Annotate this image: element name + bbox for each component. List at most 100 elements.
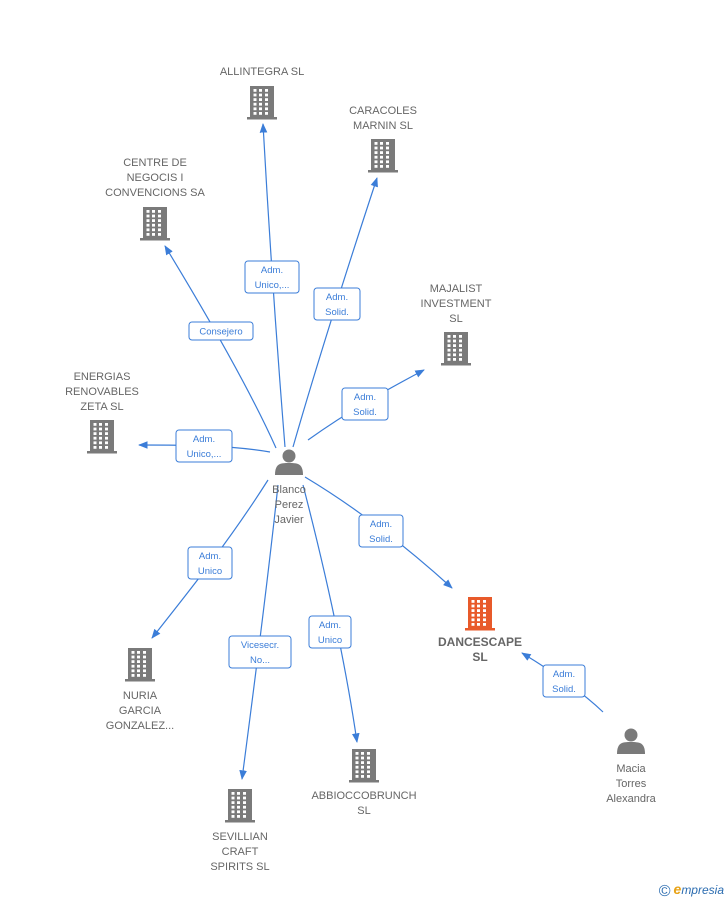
copyright-icon: © [658, 883, 671, 900]
node-label: CONVENCIONS SA [105, 187, 205, 199]
building-icon [441, 332, 471, 366]
node-label: SEVILLIAN [212, 831, 268, 843]
node-label: RENOVABLES [65, 386, 139, 398]
node-label: ZETA SL [80, 401, 123, 413]
edge-line [302, 484, 360, 743]
edge-label-text: Unico,... [255, 280, 290, 291]
edge-blanco-caracoles: Adm. Solid. [292, 177, 378, 448]
edge-label-text: Solid. [369, 534, 393, 545]
node-label: SPIRITS SL [210, 861, 269, 873]
node-caracoles[interactable]: CARACOLES MARNIN SL [349, 105, 417, 173]
node-label: DANCESCAPE [438, 635, 522, 649]
edge-label[interactable]: Adm. Unico [308, 615, 352, 649]
edge-blanco-centre: Consejero [164, 245, 277, 449]
edge-label-box [228, 635, 292, 669]
node-label: SL [472, 650, 487, 664]
building-icon [140, 207, 170, 241]
edge-label-text: Solid. [552, 684, 576, 695]
node-label: SL [449, 313, 462, 325]
building-icon [225, 789, 255, 823]
node-label: Macia [616, 763, 646, 775]
edge-label-box [187, 546, 233, 580]
edge-label-text: No... [250, 655, 270, 666]
edge-label-box [358, 514, 404, 548]
edge-label-box [313, 287, 361, 321]
edge-blanco-allintegra: Adm.Unico,... [244, 123, 300, 448]
node-nuria[interactable]: NURIA GARCIA GONZALEZ... [106, 648, 174, 732]
node-energias[interactable]: ENERGIAS RENOVABLES ZETA SL [65, 371, 139, 454]
edge-label[interactable]: Adm. Solid. [358, 514, 404, 548]
building-icon [368, 139, 398, 173]
edge-label-text: Adm. [319, 620, 341, 631]
node-label: NURIA [123, 690, 158, 702]
node-label: Torres [616, 778, 647, 790]
edge-label-text: Solid. [325, 307, 349, 318]
person-icon [617, 728, 645, 754]
node-label: Perez [275, 499, 304, 511]
edge-label-text: Adm. [354, 392, 376, 403]
edge-label[interactable]: Adm.Unico [187, 546, 233, 580]
edge-label[interactable]: Adm. Solid. [313, 287, 361, 321]
edge-blanco-majalist: Adm. Solid. [307, 369, 425, 441]
edge-label-text: Unico,... [187, 449, 222, 460]
edge-label-box [341, 387, 389, 421]
node-label: GARCIA [119, 705, 162, 717]
edge-label-text: Solid. [353, 407, 377, 418]
edge-label[interactable]: Vicesecr. No... [228, 635, 292, 669]
node-abbiocco[interactable]: ABBIOCCOBRUNCH SL [311, 749, 417, 817]
edge-blanco-dancescape: Adm. Solid. [304, 476, 453, 589]
node-label: CRAFT [222, 846, 259, 858]
edge-macia-dancescape: Adm. Solid. [521, 652, 604, 713]
person-icon [275, 449, 303, 475]
edge-label[interactable]: Adm.Unico,... [175, 429, 233, 463]
node-label: CENTRE DE [123, 157, 187, 169]
edge-line [239, 484, 279, 780]
node-label: MAJALIST [430, 283, 483, 295]
building-icon [465, 597, 495, 631]
brand-logo: ©empresia [659, 881, 724, 901]
edge-label-text: Adm. [370, 519, 392, 530]
node-label: Javier [274, 514, 304, 526]
brand-name: mpresia [681, 883, 724, 897]
edge-label[interactable]: Adm. Solid. [341, 387, 389, 421]
edge-blanco-sevillian: Vicesecr. No... [228, 484, 292, 780]
edge-label[interactable]: Consejero [188, 321, 254, 341]
node-label: ALLINTEGRA SL [220, 66, 304, 78]
edge-label[interactable]: Adm.Unico,... [244, 260, 300, 294]
node-label: Alexandra [606, 793, 656, 805]
edge-label-box [308, 615, 352, 649]
edge-label-text: Consejero [199, 327, 242, 338]
edge-label[interactable]: Adm. Solid. [542, 664, 586, 698]
node-label: GONZALEZ... [106, 720, 174, 732]
edge-label-box [542, 664, 586, 698]
edge-label-box [244, 260, 300, 294]
edge-label-text: Adm. [199, 551, 221, 562]
edges-layer: Adm.Unico,...Adm.Solid.ConsejeroAdm.Soli… [138, 123, 604, 780]
edge-label-box [188, 321, 254, 341]
edge-label-text: Adm. [553, 669, 575, 680]
edge-label-text: Adm. [326, 292, 348, 303]
node-label: CARACOLES [349, 105, 417, 117]
node-label: ENERGIAS [74, 371, 131, 383]
building-icon [349, 749, 379, 783]
edge-label-text: Vicesecr. [241, 640, 279, 651]
edge-label-text: Unico [318, 635, 342, 646]
node-label: ABBIOCCOBRUNCH [311, 790, 416, 802]
nodes-layer: ALLINTEGRA SL CARACOLES MARNIN SL CENTRE DE… [65, 66, 657, 873]
edge-blanco-energias: Adm.Unico,... [138, 429, 271, 463]
edge-line [164, 245, 277, 449]
edge-blanco-nuria: Adm.Unico [151, 479, 269, 639]
node-sevillian[interactable]: SEVILLIAN CRAFT SPIRITS SL [210, 789, 270, 873]
node-allintegra[interactable]: ALLINTEGRA SL [220, 66, 304, 120]
node-label: MARNIN SL [353, 120, 413, 132]
node-label: SL [357, 805, 370, 817]
node-label: Blanco [272, 484, 306, 496]
building-icon [87, 420, 117, 454]
edge-blanco-abbiocco: Adm. Unico [302, 484, 360, 743]
